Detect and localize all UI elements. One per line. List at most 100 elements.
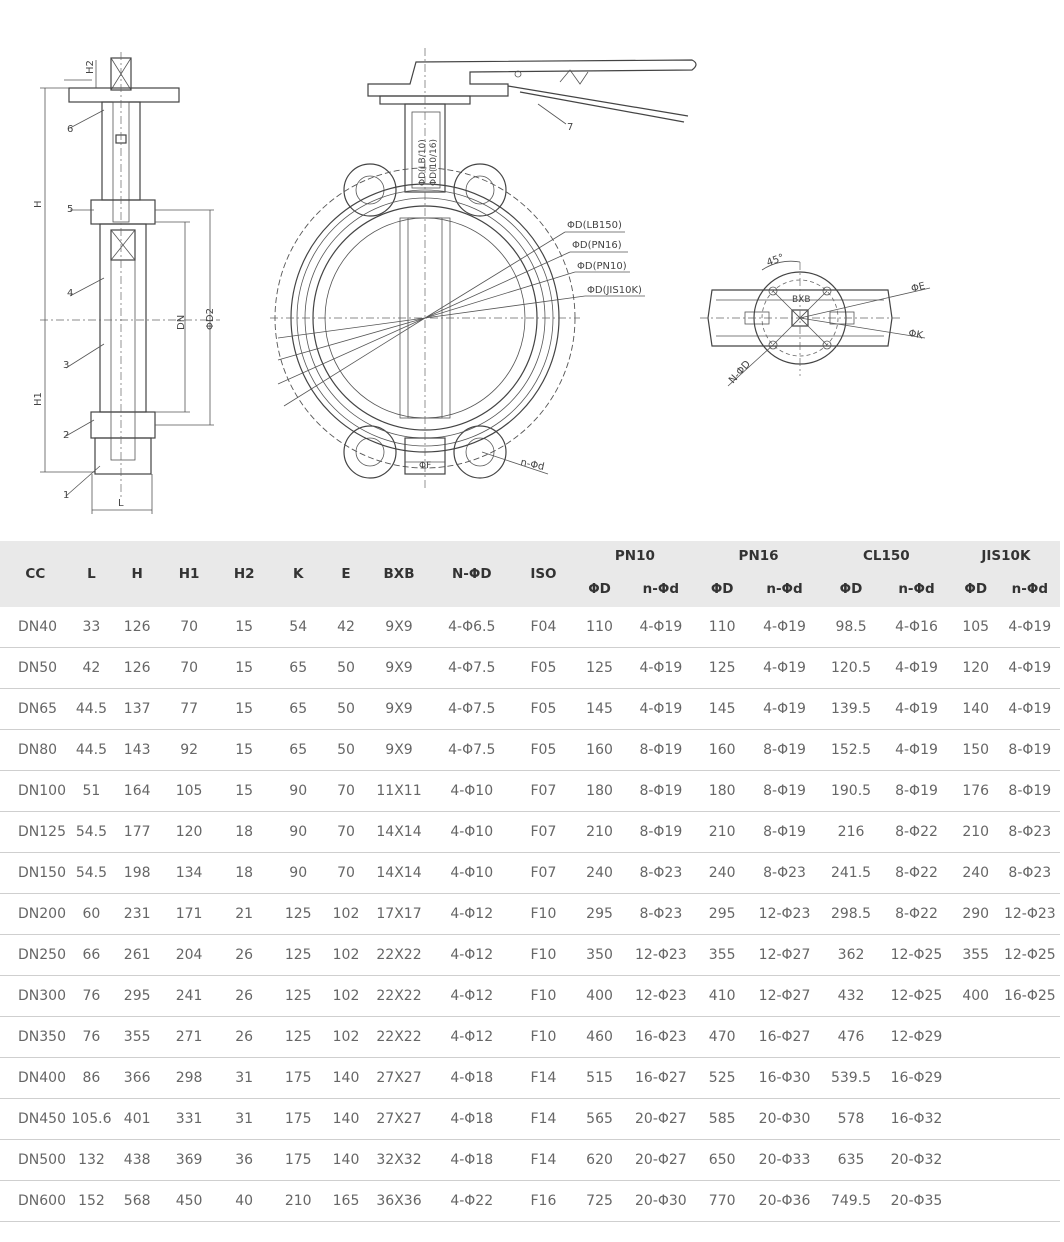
table-cell: 132 (70, 1139, 113, 1181)
part-6: 6 (67, 124, 73, 135)
table-cell: 401 (112, 1098, 163, 1140)
dim-l: L (118, 498, 124, 509)
table-cell: F14 (513, 1057, 574, 1099)
table-cell: 16-Φ30 (748, 1057, 821, 1099)
table-cell: 231 (112, 893, 163, 935)
table-cell: 620 (573, 1139, 626, 1181)
table-cell: 298 (162, 1057, 217, 1099)
part-5: 5 (67, 204, 73, 215)
table-cell: 31 (216, 1098, 273, 1140)
table-cell: 152 (70, 1180, 113, 1222)
table-cell: 66 (70, 934, 113, 976)
table-cell: 27X27 (367, 1057, 431, 1099)
part-1: 1 (63, 490, 69, 501)
table-cell: 460 (573, 1016, 626, 1058)
sub-pn16-nd: n-Φd (748, 571, 821, 607)
table-cell: 749.5 (820, 1180, 882, 1222)
table-cell: F07 (513, 770, 574, 812)
table-cell: 15 (216, 688, 273, 730)
table-cell: 15 (216, 729, 273, 771)
table-cell: 105 (951, 607, 1000, 648)
table-cell: 4-Φ19 (881, 688, 952, 730)
table-cell: 8-Φ19 (625, 729, 697, 771)
table-cell (951, 1180, 1000, 1222)
table-cell: 42 (70, 647, 113, 689)
table-cell: F07 (513, 811, 574, 853)
table-cell: 8-Φ19 (625, 770, 697, 812)
table-cell: 32X32 (367, 1139, 431, 1181)
table-cell: 22X22 (367, 1016, 431, 1058)
table-cell: 12-Φ23 (748, 893, 821, 935)
table-cell: 33 (70, 607, 113, 648)
table-cell: 650 (696, 1139, 749, 1181)
table-cell: F05 (513, 688, 574, 730)
table-cell: F07 (513, 852, 574, 894)
table-cell: 241.5 (820, 852, 882, 894)
table-header: CC L H H1 H2 K E BXB N-ΦD ISO PN10 PN16 … (0, 541, 1060, 607)
table-cell: F10 (513, 975, 574, 1017)
table-cell: 50 (324, 688, 368, 730)
table-cell: 102 (324, 934, 368, 976)
table-cell: 120 (951, 647, 1000, 689)
table-cell: 4-Φ7.5 (430, 688, 514, 730)
table-cell: 134 (162, 852, 217, 894)
table-cell: 86 (70, 1057, 113, 1099)
dim-h: H (33, 200, 44, 208)
top-view: 45° BXB ΦE ΦK N-ΦD (700, 252, 931, 387)
table-cell-cc: DN500 (0, 1139, 71, 1181)
table-cell: 26 (216, 1016, 273, 1058)
col-h2: H2 (216, 541, 273, 607)
table-cell: 125 (272, 893, 325, 935)
table-cell: 140 (324, 1057, 368, 1099)
table-cell: 450 (162, 1180, 217, 1222)
table-cell: 240 (696, 852, 749, 894)
col-k: K (272, 541, 325, 607)
callout-jis10k: ΦD(JIS10K) (587, 285, 642, 296)
table-cell: 4-Φ7.5 (430, 729, 514, 771)
table-cell: 16-Φ25 (999, 975, 1060, 1017)
table-cell: 12-Φ25 (881, 975, 952, 1017)
table-cell: 98.5 (820, 607, 882, 648)
table-cell: 4-Φ7.5 (430, 647, 514, 689)
table-cell: 105 (162, 770, 217, 812)
table-cell: 12-Φ29 (881, 1016, 952, 1058)
table-cell: F10 (513, 1016, 574, 1058)
table-cell: 8-Φ23 (999, 811, 1060, 853)
table-cell: 180 (573, 770, 626, 812)
table-cell: 65 (272, 729, 325, 771)
table-cell: 105.6 (70, 1098, 113, 1140)
lever-handle (367, 59, 697, 97)
table-cell: 8-Φ22 (881, 852, 952, 894)
table-cell: 102 (324, 893, 368, 935)
table-cell: 515 (573, 1057, 626, 1099)
table-cell: 90 (272, 811, 325, 853)
table-cell: 240 (573, 852, 626, 894)
table-cell: 190.5 (820, 770, 882, 812)
table-cell: 4-Φ19 (881, 647, 952, 689)
table-cell: 204 (162, 934, 217, 976)
table-cell: 350 (573, 934, 626, 976)
table-cell: 4-Φ19 (625, 607, 697, 648)
table-cell: 432 (820, 975, 882, 1017)
table-cell: 565 (573, 1098, 626, 1140)
lower-seal-ring (90, 411, 156, 439)
table-cell: 54 (272, 607, 325, 648)
table-cell: 20-Φ27 (625, 1139, 697, 1181)
table-cell: 366 (112, 1057, 163, 1099)
table-cell (999, 1016, 1060, 1058)
group-pn10: PN10 (573, 541, 697, 571)
table-cell-cc: DN65 (0, 688, 71, 730)
table-cell: F16 (513, 1180, 574, 1222)
table-cell: 165 (324, 1180, 368, 1222)
callout-lb150: ΦD(LB150) (567, 220, 622, 231)
table-cell: 362 (820, 934, 882, 976)
table-cell: 102 (324, 975, 368, 1017)
table-cell: 261 (112, 934, 163, 976)
table-cell-cc: DN100 (0, 770, 71, 812)
table-cell: 60 (70, 893, 113, 935)
